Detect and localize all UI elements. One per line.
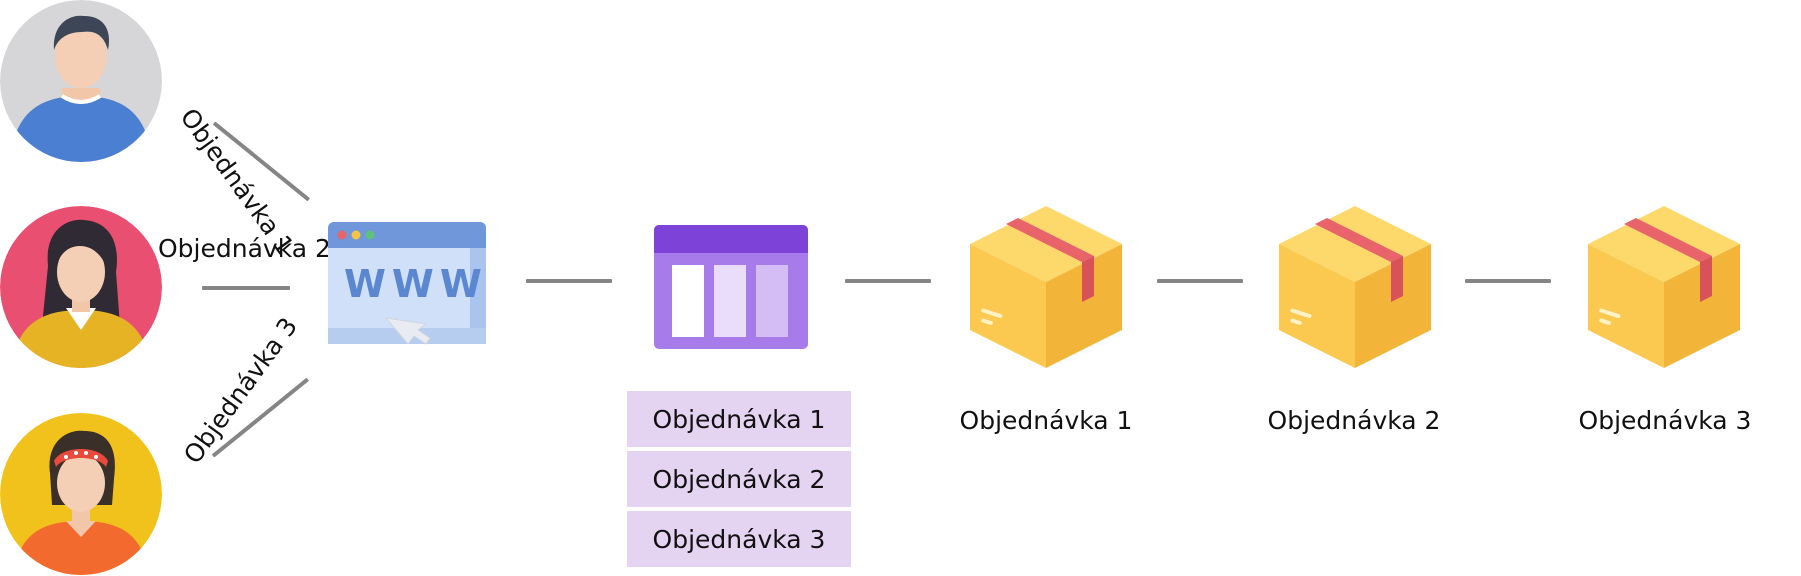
connector-order-2 — [202, 286, 290, 290]
order-label-2: Objednávka 2 — [158, 234, 331, 263]
package-label-1: Objednávka 1 — [959, 406, 1133, 435]
message-queue-icon — [654, 225, 808, 353]
browser-window-icon: WWW — [326, 220, 490, 352]
queue-list: Objednávka 1 Objednávka 2 Objednávka 3 — [627, 391, 851, 571]
customer-avatar-woman-headband — [0, 413, 162, 575]
queue-item: Objednávka 2 — [627, 451, 851, 507]
package-label-3: Objednávka 3 — [1578, 406, 1752, 435]
package-box-icon — [1586, 204, 1742, 374]
order-label-3: Objednávka 3 — [178, 312, 304, 470]
connector-queue-package-1 — [845, 279, 931, 283]
package-label-2: Objednávka 2 — [1267, 406, 1441, 435]
connector-website-queue — [526, 279, 612, 283]
customer-avatar-woman-dark-hair — [0, 206, 162, 368]
connector-package-1-2 — [1157, 279, 1243, 283]
package-box-icon — [1277, 204, 1433, 374]
connector-package-2-3 — [1465, 279, 1551, 283]
customer-avatar-man — [0, 0, 162, 162]
queue-item: Objednávka 1 — [627, 391, 851, 447]
queue-item: Objednávka 3 — [627, 511, 851, 567]
package-box-icon — [968, 204, 1124, 374]
browser-www-text: WWW — [344, 262, 488, 306]
